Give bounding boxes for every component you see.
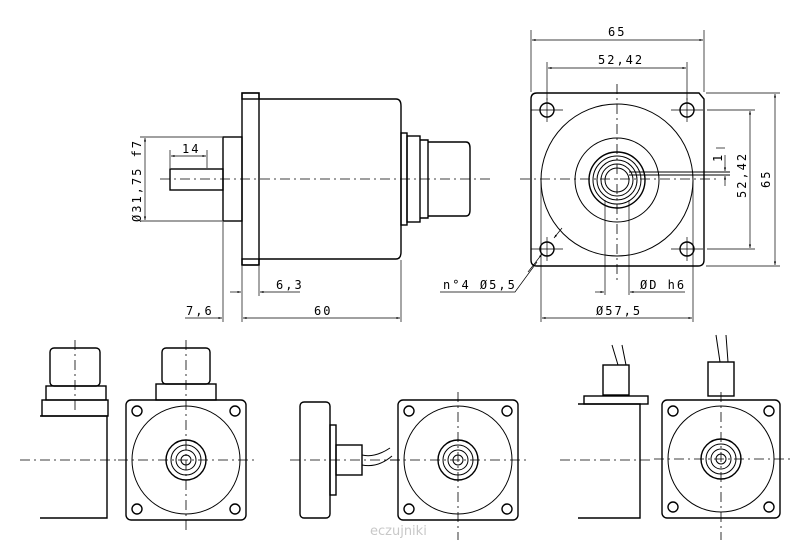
dim-shaft-diameter: ØD h6 [640, 278, 686, 292]
dim-height: 65 [759, 170, 773, 188]
side-view: Ø31,75 f7 14 6,3 7,6 60 [130, 92, 490, 322]
variant-front-1 [118, 340, 254, 530]
dim-body-length: 60 [314, 304, 332, 318]
dim-hole-spacing-h: 52,42 [598, 53, 644, 67]
variant-side-axial-cable [290, 401, 400, 519]
variant-front-3 [654, 334, 790, 540]
dim-hole-spacing-v: 52,42 [735, 152, 749, 198]
dim-flat: 1 [711, 153, 725, 162]
variant-side-radial-cable [560, 344, 650, 519]
dim-flange-thickness: 6,3 [276, 278, 304, 292]
dim-pilot-length: 7,6 [186, 304, 214, 318]
front-view: 65 52,42 65 52,42 1 ØD h6 Ø57,5 n°4 Ø5,5 [440, 25, 780, 322]
dim-pilot-diameter: Ø31,75 f7 [130, 139, 144, 222]
variant-front-2 [390, 392, 526, 540]
watermark: eczujniki [370, 524, 427, 539]
dim-holes: n°4 Ø5,5 [443, 278, 517, 292]
dim-shaft-length: 14 [182, 142, 200, 156]
variant-side-radial-connector [20, 340, 120, 519]
dim-width: 65 [608, 25, 626, 39]
dim-body-diameter: Ø57,5 [596, 304, 642, 318]
